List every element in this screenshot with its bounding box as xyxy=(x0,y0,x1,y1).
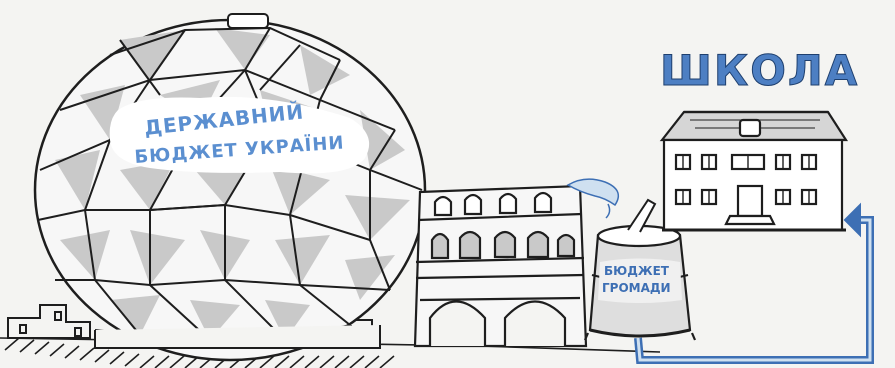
pipe-arrowhead xyxy=(845,205,860,235)
community-budget-label-line2: ГРОМАДИ xyxy=(602,281,671,295)
aqueduct xyxy=(415,186,586,346)
community-budget-label-line1: БЮДЖЕТ xyxy=(604,264,670,278)
school-heading: ШКОЛА xyxy=(660,46,859,95)
sphere-cap xyxy=(228,14,268,28)
state-budget-sphere: ДЕРЖАВНИЙ БЮДЖЕТ УКРАЇНИ xyxy=(35,14,425,360)
school-building xyxy=(662,112,846,230)
